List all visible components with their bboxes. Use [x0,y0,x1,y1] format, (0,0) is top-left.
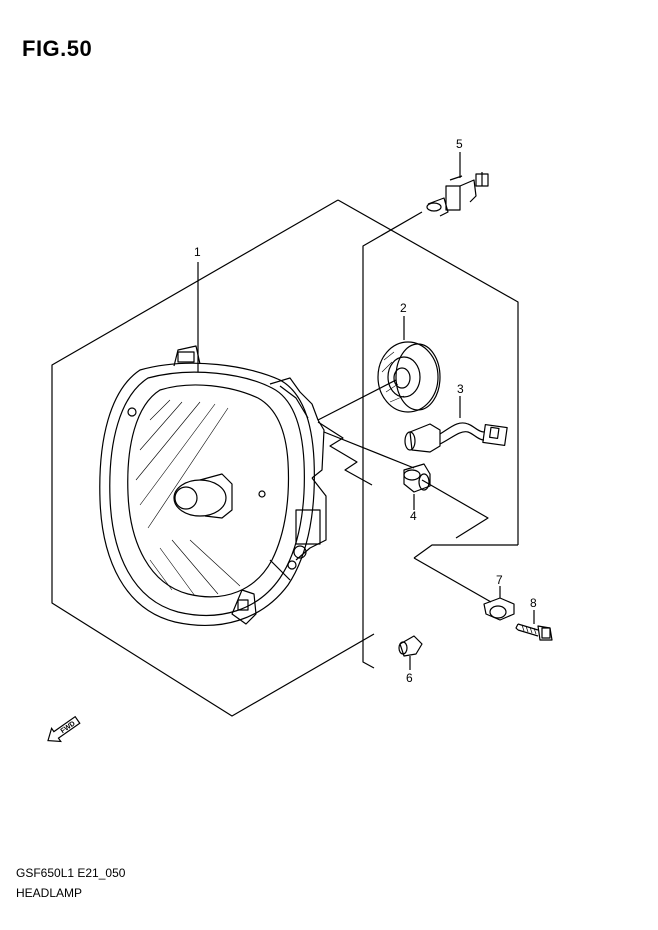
figure-title: FIG.50 [22,36,93,61]
fwd-label: FWD [60,720,77,735]
callout-3: 3 [457,382,464,396]
break-line [317,421,373,486]
callout-6: 6 [406,671,413,685]
figure-code: GSF650L1 E21_050 [16,866,126,880]
assembly-outline [51,199,375,717]
callout-8: 8 [530,596,537,610]
callout-7: 7 [496,573,503,587]
projection-line [323,431,415,469]
callout-5: 5 [456,137,463,151]
callout-2: 2 [400,301,407,315]
fwd-arrow-icon: FWD [47,715,81,743]
subassembly-frame [362,211,423,669]
bulb-socket-harness [404,422,508,453]
callout-1: 1 [194,245,201,259]
grommet [403,463,431,493]
socket-cover [377,341,441,413]
subassembly-frame-lower [413,557,492,603]
subassembly-frame-inner [413,544,518,559]
headlamp-bulb [426,172,489,217]
projection-line [317,379,397,421]
figure-name: HEADLAMP [16,886,83,900]
callout-4: 4 [410,509,417,523]
headlamp-assembly [99,345,327,626]
bolt [515,623,553,641]
cushion [483,597,515,621]
position-bulb [398,635,423,657]
break-line-2 [421,479,489,539]
assembly-outline-right [337,199,519,545]
